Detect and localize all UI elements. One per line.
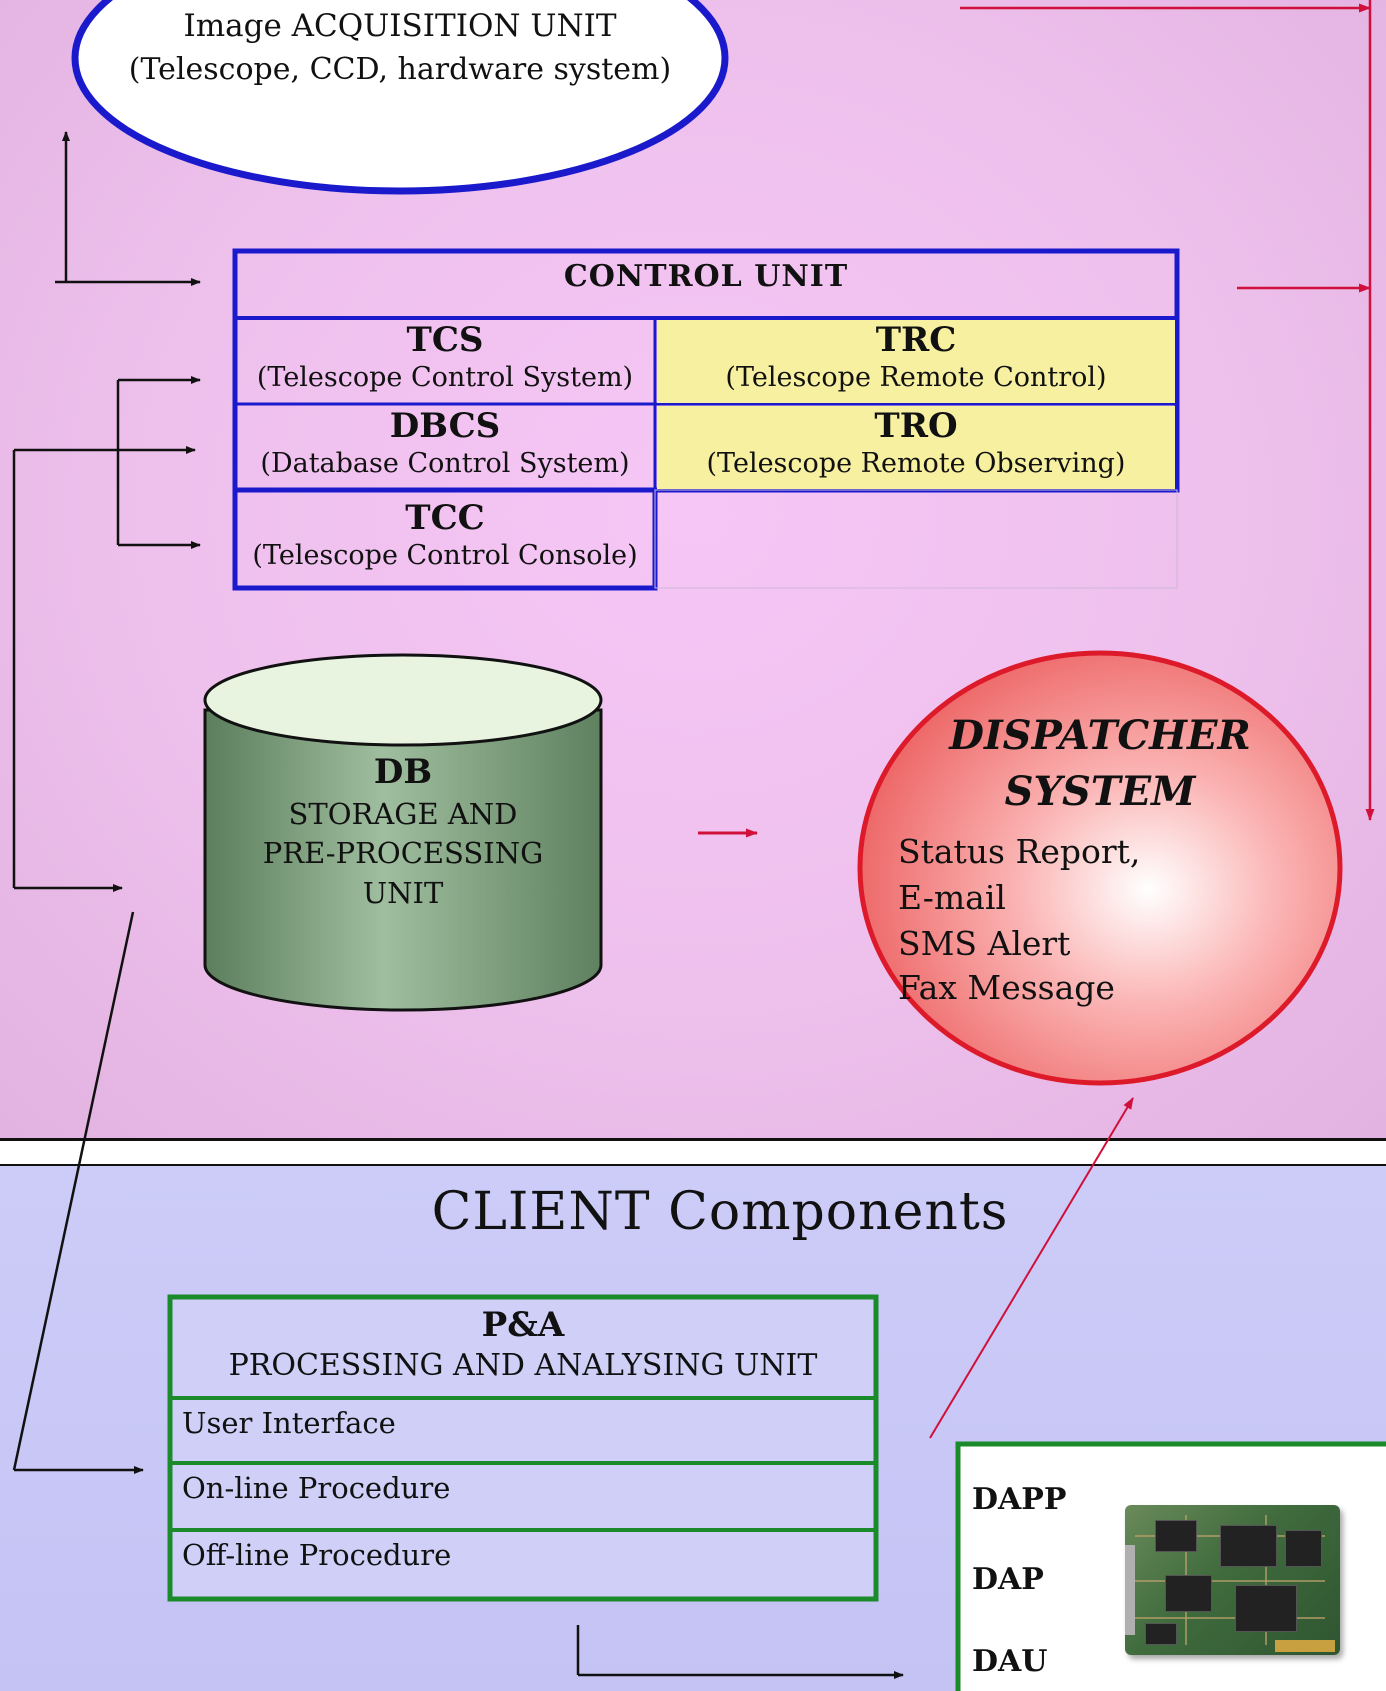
- dispatcher-ellipse: [857, 650, 1343, 1086]
- db-cylinder-top: [203, 653, 603, 747]
- dispatcher-item-sms: SMS Alert: [898, 924, 1071, 963]
- dispatcher-item-email: E-mail: [898, 878, 1006, 917]
- ghost-cell: [654, 489, 1178, 589]
- control-unit-header: CONTROL UNIT: [237, 253, 1175, 316]
- trc-cell: TRC (Telescope Remote Control): [657, 320, 1175, 403]
- acquisition-ellipse: [71, 0, 729, 195]
- client-heading: CLIENT Components: [431, 1182, 1009, 1242]
- db-cylinder-body: [203, 708, 603, 1012]
- dispatcher-item-fax: Fax Message: [898, 968, 1115, 1007]
- tcs-desc: (Telescope Control System): [256, 362, 634, 393]
- daq-label-dau: DAU: [972, 1644, 1048, 1679]
- tro-desc: (Telescope Remote Observing): [706, 448, 1126, 479]
- dbcs-desc: (Database Control System): [260, 448, 630, 479]
- db-line3: UNIT: [362, 876, 444, 910]
- dbcs-name: DBCS: [389, 406, 501, 446]
- daq-label-dapp: DAPP: [972, 1482, 1067, 1517]
- pa-frame: [167, 1294, 879, 1602]
- trc-name: TRC: [875, 320, 957, 360]
- tro-name: TRO: [874, 406, 958, 446]
- db-line1: STORAGE AND: [288, 797, 518, 831]
- pa-subtitle: PROCESSING AND ANALYSING UNIT: [228, 1348, 818, 1383]
- acquisition-line2: (Telescope, CCD, hardware system): [128, 52, 672, 87]
- daq-label-dap: DAP: [972, 1562, 1044, 1597]
- trc-desc: (Telescope Remote Control): [725, 362, 1107, 393]
- acquisition-line1: Image ACQUISITION UNIT: [183, 8, 617, 44]
- pa-row-online-procedure: On-line Procedure: [182, 1471, 451, 1505]
- divider-bottom: [0, 1164, 1386, 1167]
- dispatcher-title1: DISPATCHER: [949, 712, 1251, 759]
- tcs-name: TCS: [406, 320, 484, 360]
- control-unit-title: CONTROL UNIT: [563, 259, 849, 294]
- divider-top: [0, 1138, 1386, 1141]
- dispatcher-item-status: Status Report,: [898, 832, 1141, 871]
- db-line2: PRE-PROCESSING: [262, 836, 544, 870]
- pa-row-user-interface: User Interface: [182, 1406, 396, 1440]
- pa-title: P&A: [481, 1305, 565, 1345]
- dispatcher-title2: SYSTEM: [1004, 768, 1196, 815]
- tcc-name: TCC: [405, 498, 485, 538]
- pa-row-offline-procedure: Off-line Procedure: [182, 1538, 452, 1572]
- tcc-cell: TCC (Telescope Control Console): [237, 494, 653, 586]
- dbcs-cell: DBCS (Database Control System): [237, 406, 653, 489]
- tro-cell: TRO (Telescope Remote Observing): [657, 406, 1175, 489]
- tcs-cell: TCS (Telescope Control System): [237, 320, 653, 403]
- tcc-desc: (Telescope Control Console): [252, 540, 638, 571]
- acquisition-board-image: [1125, 1505, 1340, 1655]
- db-title: DB: [373, 752, 433, 792]
